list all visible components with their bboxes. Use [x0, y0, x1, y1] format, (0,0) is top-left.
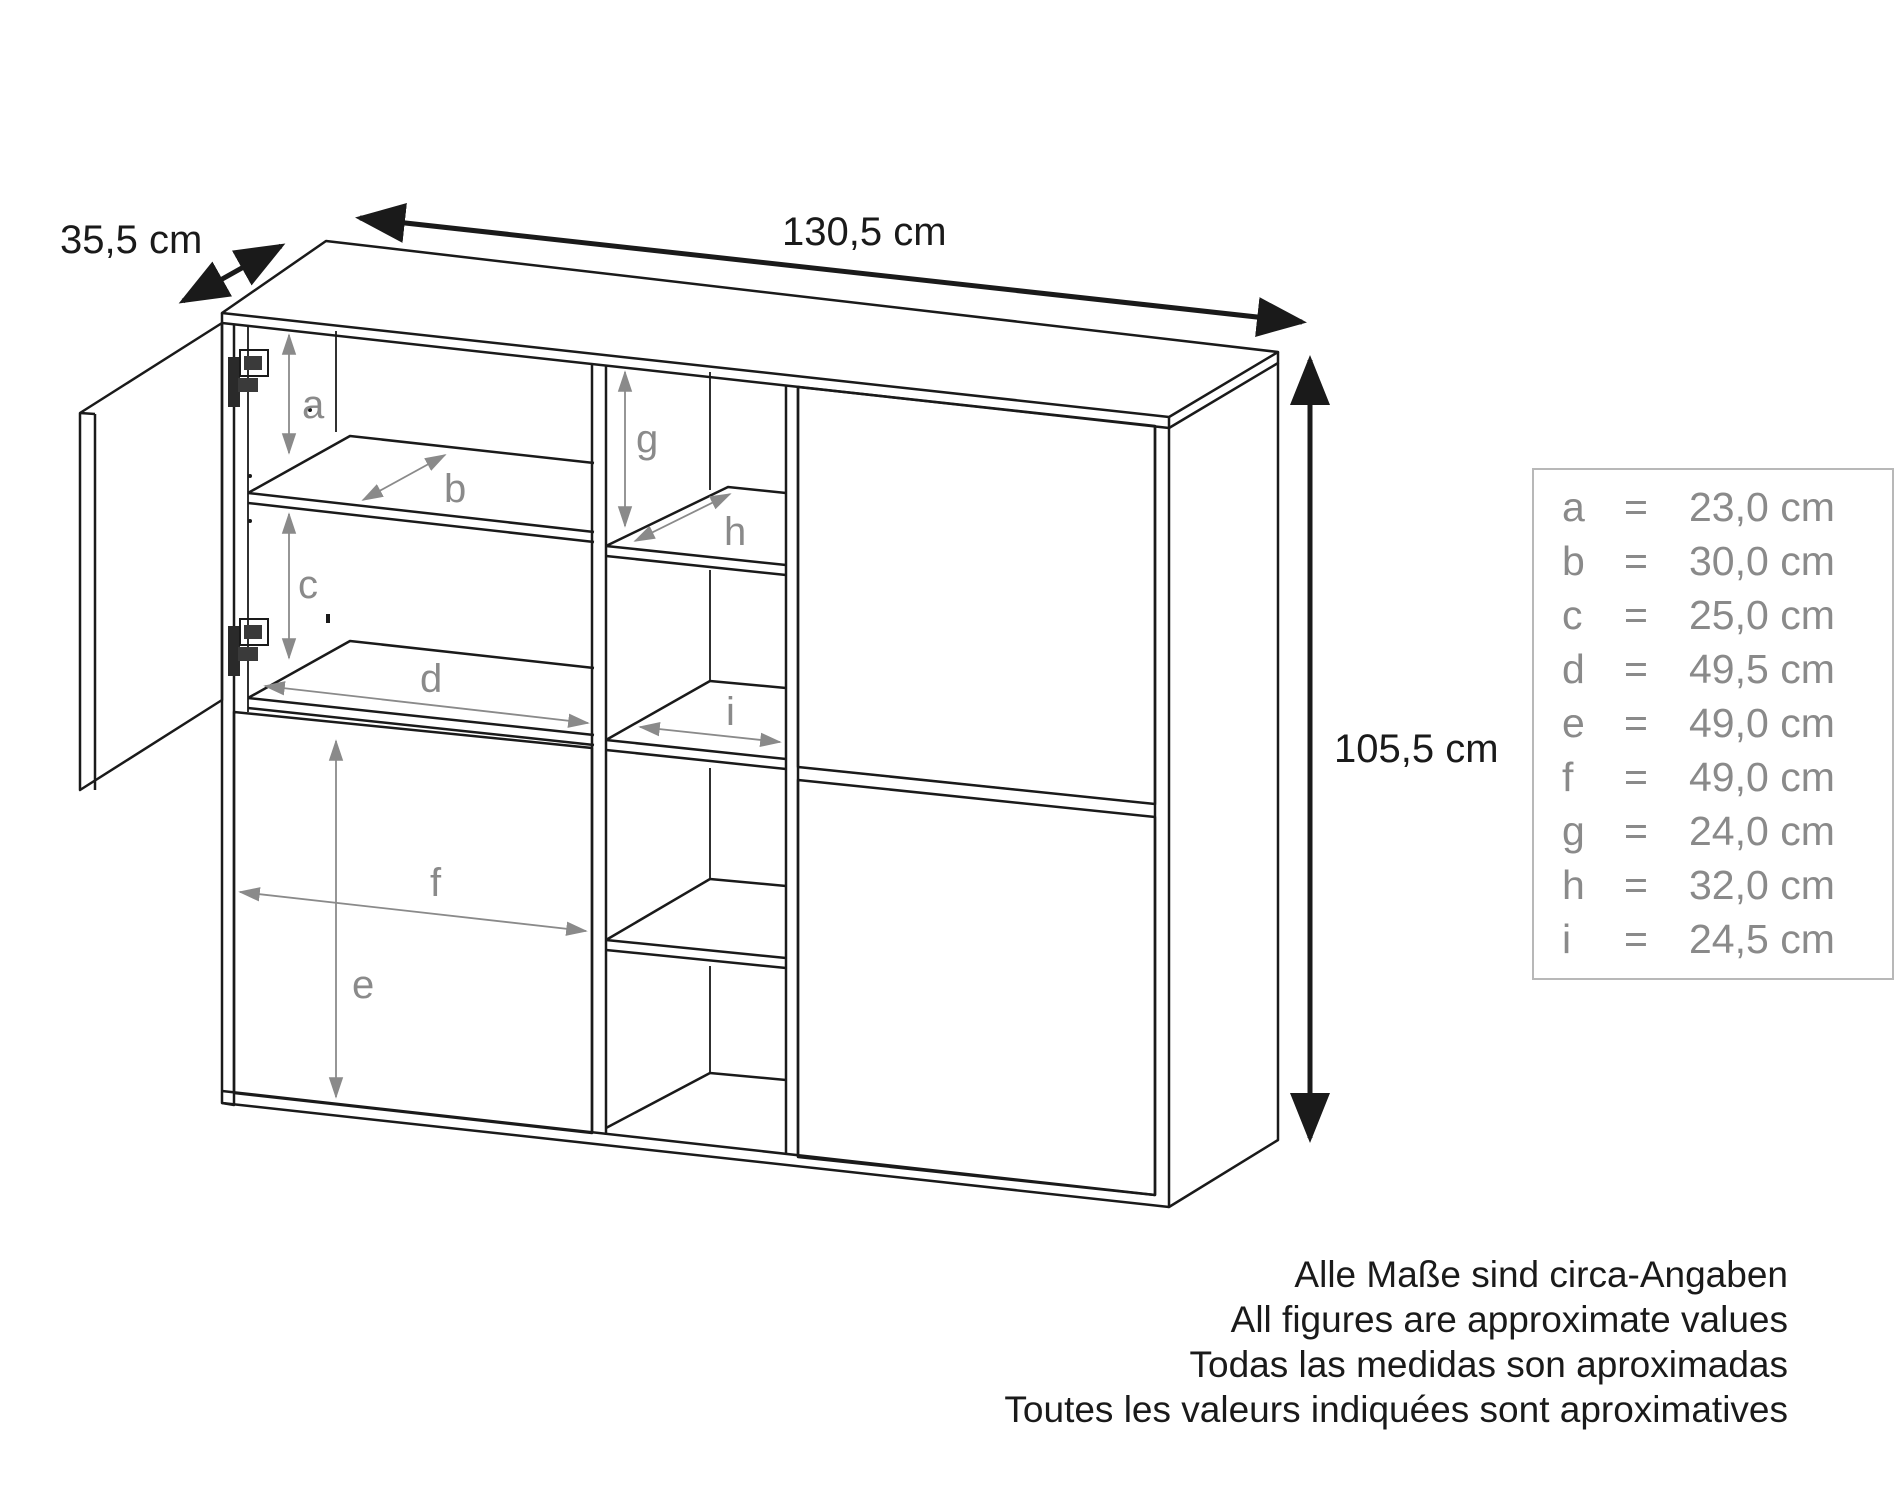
- legend-equals: =: [1624, 754, 1648, 800]
- center-divider-right: [784, 385, 800, 1157]
- shelf-center-1: [605, 485, 787, 577]
- legend-letter: g: [1562, 808, 1585, 854]
- note-spanish: Todas las medidas son aproximadas: [1189, 1344, 1789, 1385]
- dim-d-letter: d: [420, 657, 442, 701]
- shelf-left-upper: [247, 434, 595, 544]
- dim-e-letter: e: [352, 963, 374, 1007]
- shelf-center-bottom: [605, 1071, 787, 1130]
- dim-d-arrow: [263, 681, 590, 728]
- depth-label: 35,5 cm: [60, 218, 202, 262]
- door-left-lower[interactable]: [232, 710, 594, 1135]
- right-side-panel: [1167, 363, 1280, 1209]
- note-english: All figures are approximate values: [1230, 1299, 1788, 1340]
- left-side-panel: [220, 323, 236, 1107]
- legend-equals: =: [1624, 700, 1648, 746]
- dim-c-letter: c: [298, 563, 318, 607]
- legend-value: 23,0 cm: [1689, 484, 1835, 530]
- legend-letter: a: [1562, 484, 1585, 530]
- center-divider-left: [590, 363, 608, 1135]
- height-label: 105,5 cm: [1334, 727, 1499, 771]
- dim-h-arrow: [633, 493, 732, 542]
- shelf-center-2: [605, 679, 787, 771]
- door-right-upper[interactable]: [796, 385, 1157, 806]
- dimensions-legend: a = 23,0 cm b = 30,0 cm c = 25,0 cm d = …: [1532, 468, 1894, 980]
- cabinet-body: [78, 239, 1280, 1209]
- dim-g-letter: g: [636, 417, 658, 461]
- legend-equals: =: [1624, 592, 1648, 638]
- dim-i-letter: i: [726, 690, 735, 734]
- shelf-center-3: [605, 877, 787, 970]
- legend-equals: =: [1624, 484, 1648, 530]
- legend-letter: h: [1562, 862, 1585, 908]
- approximation-notes: Alle Maße sind circa-Angaben All figures…: [1004, 1252, 1788, 1432]
- dim-f-letter: f: [430, 861, 442, 905]
- hinge-upper-icon: [228, 349, 269, 407]
- legend-equals: =: [1624, 862, 1648, 908]
- dim-h-letter: h: [724, 510, 746, 554]
- width-label: 130,5 cm: [782, 210, 947, 254]
- legend-value: 49,5 cm: [1689, 646, 1835, 692]
- width-arrow: [355, 203, 1307, 337]
- door-left-upper-open[interactable]: [78, 321, 224, 792]
- legend-letter: i: [1562, 916, 1572, 962]
- legend-value: 49,0 cm: [1689, 700, 1835, 746]
- legend-value: 24,0 cm: [1689, 808, 1835, 854]
- note-german: Alle Maße sind circa-Angaben: [1294, 1254, 1788, 1295]
- dim-b-letter: b: [444, 467, 466, 511]
- dim-f-arrow: [238, 887, 588, 936]
- top-board: [220, 239, 1280, 419]
- legend-value: 24,5 cm: [1689, 916, 1835, 962]
- dim-a-letter: a: [302, 383, 325, 427]
- dim-b-arrow: [361, 454, 447, 501]
- legend-letter: e: [1562, 700, 1585, 746]
- legend-value: 25,0 cm: [1689, 592, 1835, 638]
- legend-value: 32,0 cm: [1689, 862, 1835, 908]
- legend-letter: c: [1562, 592, 1583, 638]
- legend-letter: d: [1562, 646, 1585, 692]
- hinge-lower-icon: [228, 618, 269, 676]
- legend-equals: =: [1624, 916, 1648, 962]
- note-french: Toutes les valeurs indiquées sont aproxi…: [1004, 1389, 1788, 1430]
- legend-letter: b: [1562, 538, 1585, 584]
- legend-value: 30,0 cm: [1689, 538, 1835, 584]
- door-right-lower[interactable]: [796, 778, 1157, 1197]
- legend-equals: =: [1624, 538, 1648, 584]
- legend-equals: =: [1624, 646, 1648, 692]
- depth-arrow: [178, 243, 286, 304]
- legend-letter: f: [1562, 754, 1574, 800]
- legend-value: 49,0 cm: [1689, 754, 1835, 800]
- legend-equals: =: [1624, 808, 1648, 854]
- dim-i-arrow: [638, 721, 782, 748]
